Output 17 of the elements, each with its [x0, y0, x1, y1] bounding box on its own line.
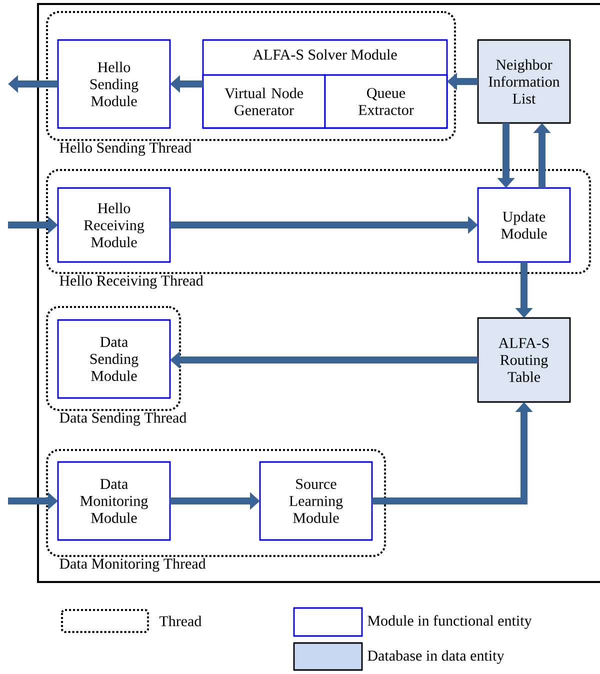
database-box: ALFA-S Routing Table — [477, 317, 571, 403]
node-label: Hello Receiving Thread — [60, 275, 204, 289]
database-box: Neighbor Information List — [477, 39, 571, 124]
legend-label: Database in data entity — [368, 650, 504, 664]
legend-label: Module in functional entity — [368, 615, 532, 629]
module-box: Queue Extractor — [324, 74, 448, 129]
legend-label: Thread — [159, 616, 202, 626]
module-box: Hello Sending Module — [57, 39, 171, 129]
node-label: Data Monitoring Thread — [60, 558, 206, 572]
module-box: Update Module — [477, 187, 571, 263]
node-label: Hello Sending Thread — [60, 142, 192, 156]
module-box: Data Monitoring Module — [57, 461, 171, 541]
module-box: Virtual Node Generator — [202, 74, 326, 129]
module-box: Hello Receiving Module — [57, 187, 171, 263]
module-box: Source Learning Module — [259, 461, 373, 541]
node-label: Data Sending Thread — [60, 412, 186, 426]
module-box: Data Sending Module — [57, 319, 171, 399]
